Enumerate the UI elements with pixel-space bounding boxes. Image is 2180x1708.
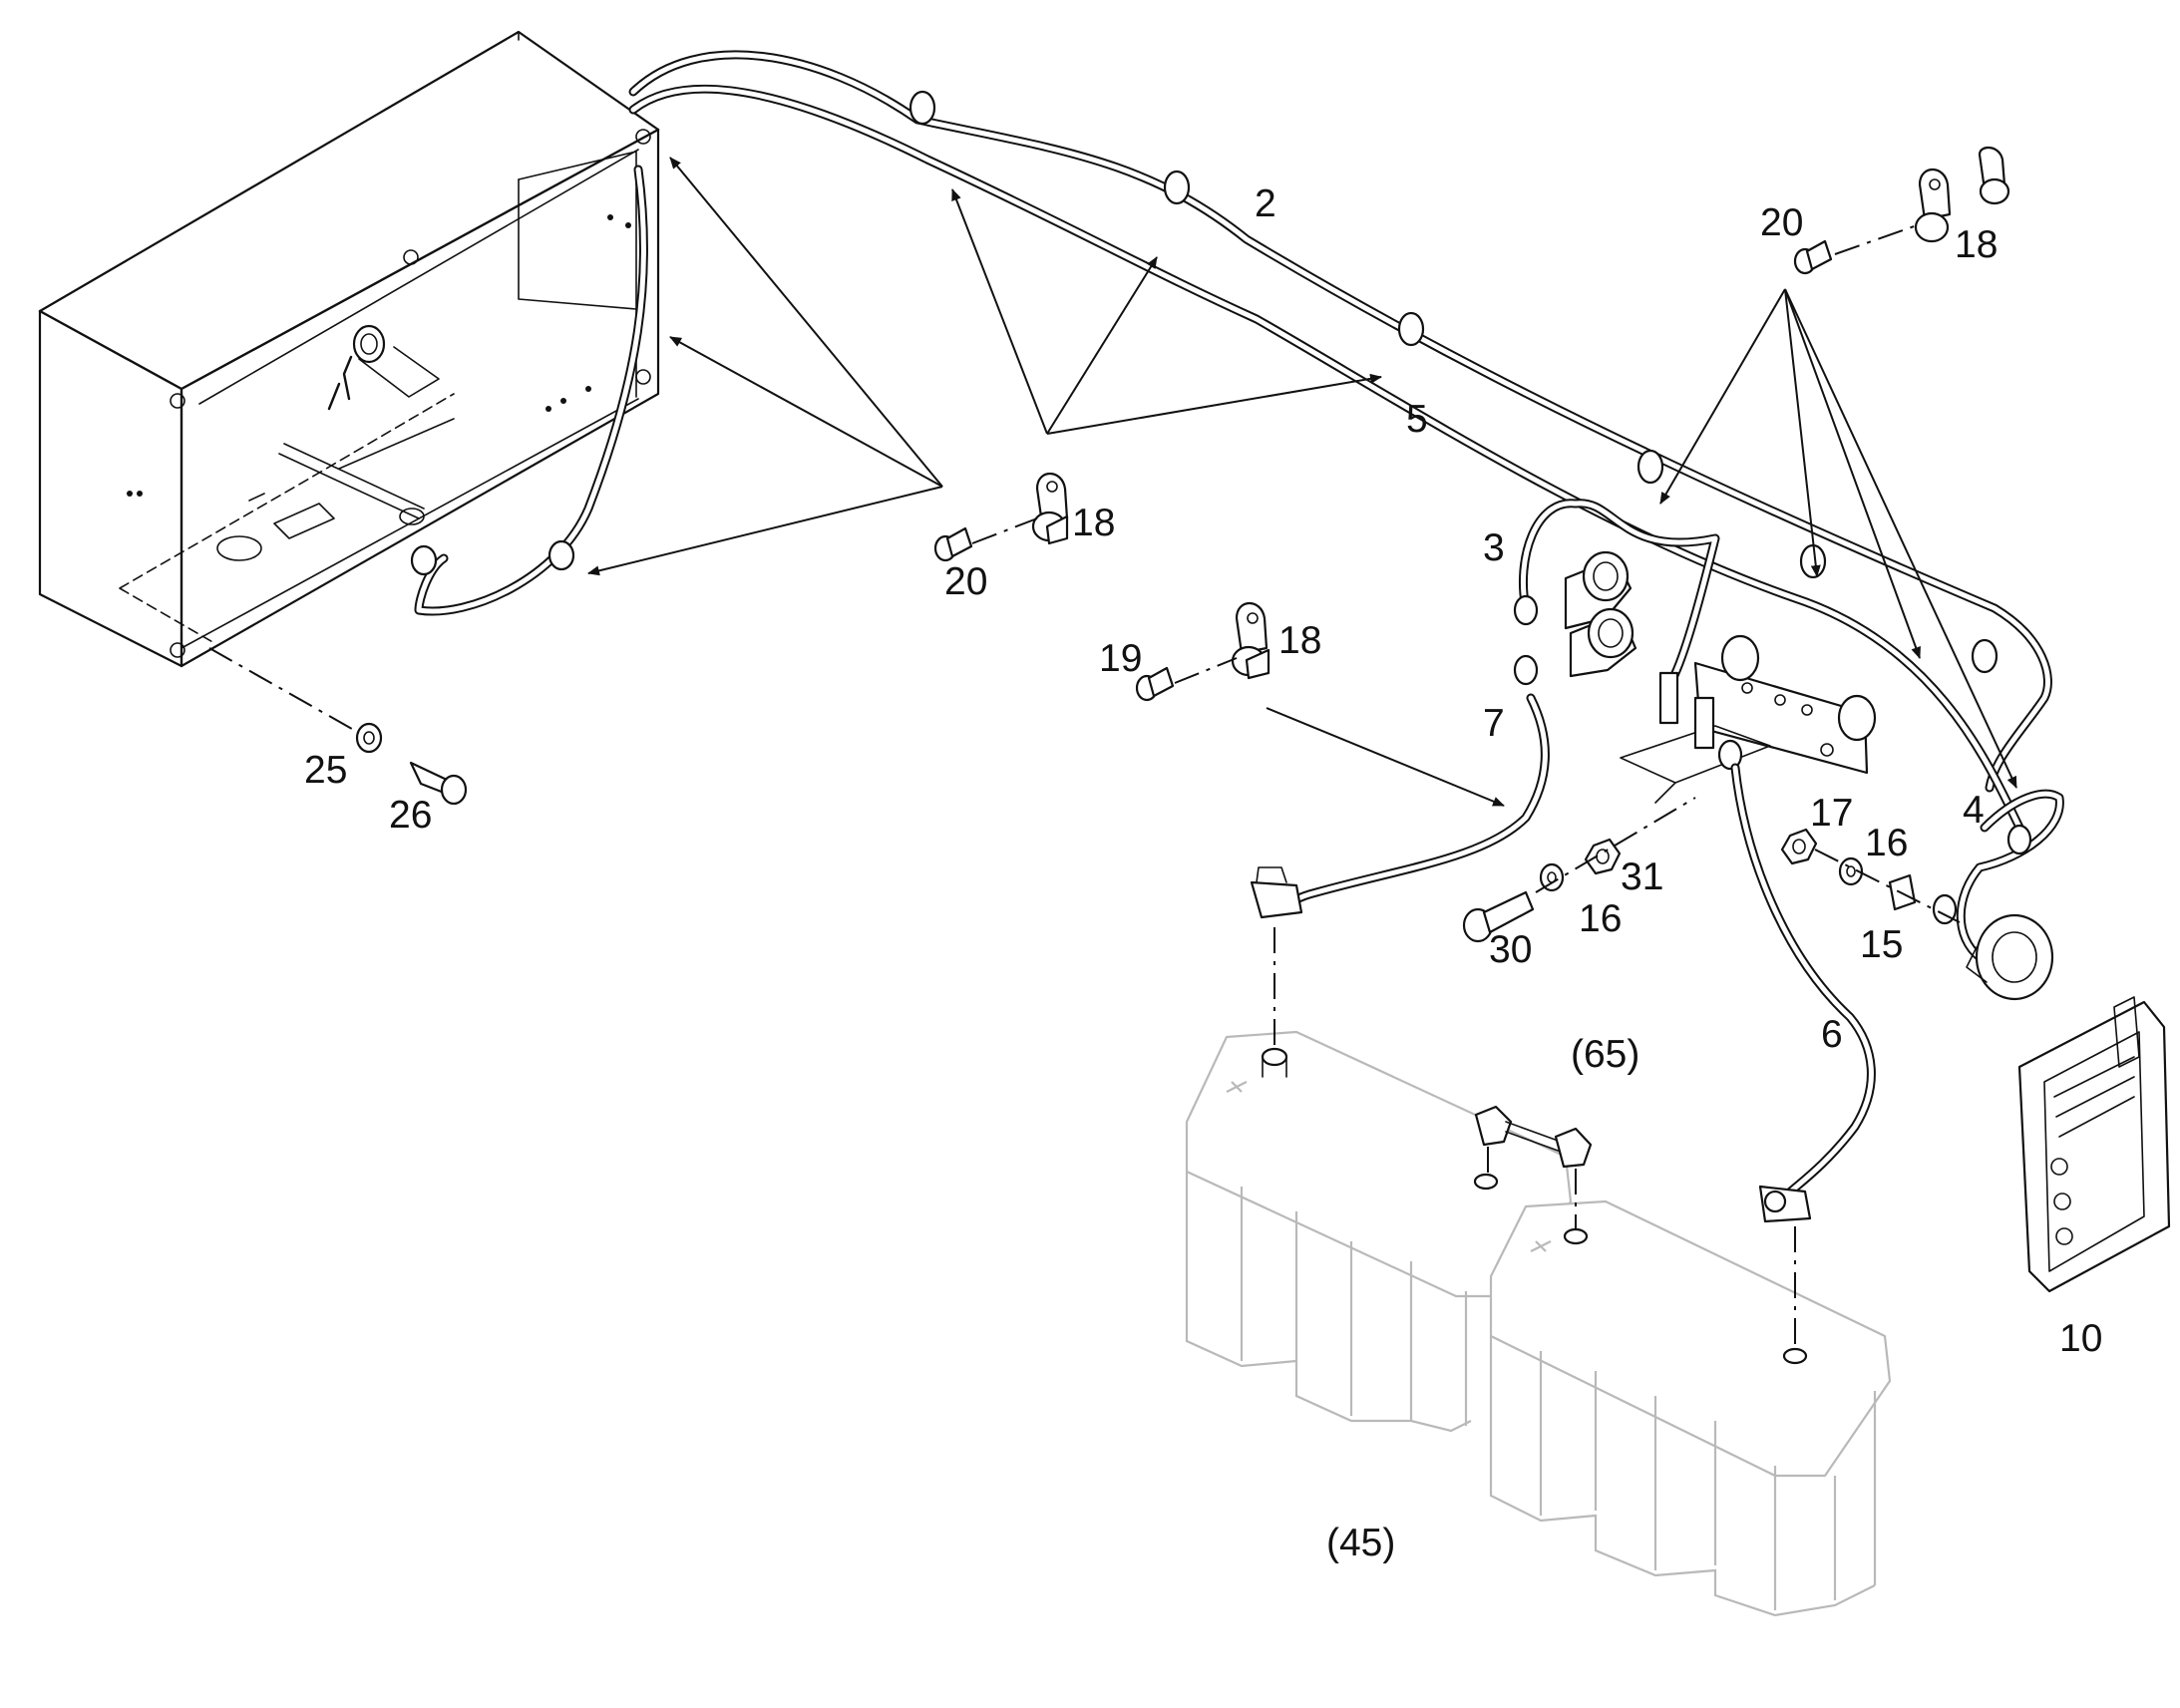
screw-19 (1135, 666, 1175, 702)
callout-7: 7 (1483, 702, 1505, 745)
leader-arrows (587, 157, 2017, 807)
washer-16-left (1539, 862, 1565, 892)
control-box (38, 30, 660, 668)
callout-3: 3 (1483, 526, 1505, 569)
screw-26 (409, 761, 468, 806)
cable-2 (628, 50, 2052, 793)
nut-17 (1780, 828, 1818, 865)
clamp-18-right (1914, 147, 2010, 243)
callout-10: 10 (2059, 1317, 2102, 1360)
box-terminal (327, 324, 440, 411)
screw-20-right (1793, 239, 1833, 275)
cable-4 (1932, 789, 2064, 962)
terminal-bus-bar (1620, 634, 1877, 804)
battery-45 (1185, 1030, 1892, 1617)
cable-3 (1513, 499, 1720, 688)
callout-20-left: 20 (944, 560, 987, 603)
callout-16-right: 16 (1865, 822, 1908, 864)
callout-19: 19 (1099, 637, 1142, 680)
callout-labels: 2 5 3 7 4 6 10 15 16 17 16 31 30 18 19 1… (304, 182, 2102, 1564)
callout-26: 26 (389, 794, 432, 837)
callout-2: 2 (1255, 182, 1276, 225)
callout-25: 25 (304, 749, 347, 792)
cable-5 (628, 84, 2029, 843)
callout-15: 15 (1860, 923, 1903, 966)
nut-31 (1584, 838, 1622, 875)
screw-30 (1462, 890, 1535, 943)
callout-45: (45) (1326, 1522, 1395, 1564)
callout-18-right: 18 (1955, 223, 1998, 266)
callout-18-left: 18 (1072, 502, 1115, 544)
washer-25 (355, 722, 383, 754)
callout-31: 31 (1621, 855, 1663, 898)
cable-grommets (908, 90, 1998, 674)
circuit-breakers (1564, 550, 1637, 678)
callout-16-left: 16 (1579, 897, 1622, 940)
callout-65: (65) (1571, 1033, 1639, 1076)
bus-ring-terminals (1658, 671, 1743, 771)
callout-6: 6 (1821, 1013, 1843, 1056)
callout-17: 17 (1810, 792, 1853, 835)
clamp-18-left (1031, 473, 1069, 545)
callout-30: 30 (1489, 928, 1532, 971)
battery-jumper-65 (1474, 1105, 1593, 1169)
callout-18-middle: 18 (1278, 619, 1321, 662)
callout-20-right: 20 (1760, 201, 1803, 244)
cable-6 (1730, 763, 1876, 1223)
callout-5: 5 (1406, 398, 1428, 441)
cable-7 (1250, 654, 1550, 919)
screw-20-left (933, 526, 973, 562)
round-connector (1966, 913, 2054, 1001)
callout-4: 4 (1963, 789, 1985, 832)
control-board (2017, 996, 2171, 1293)
clamp-18-middle (1231, 602, 1271, 680)
